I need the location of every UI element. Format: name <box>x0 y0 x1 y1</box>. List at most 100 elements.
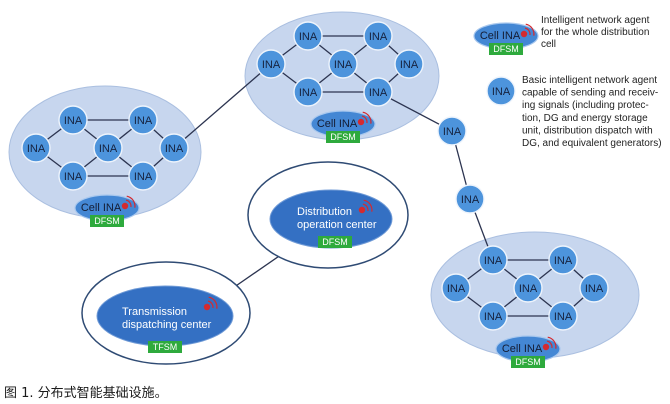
tfsm-tag: TFSM <box>148 341 182 353</box>
ina-node: INA <box>58 105 88 135</box>
agent-label: INA <box>585 283 604 295</box>
tag-label: DFSM <box>322 237 348 247</box>
agent-circle <box>363 77 393 107</box>
ina-node: INA <box>128 161 158 191</box>
signal-dot <box>357 118 365 126</box>
inter-cell-link <box>173 63 272 149</box>
ina-node: INA <box>548 301 578 331</box>
agent-circle <box>441 273 471 303</box>
ina-node: INA <box>21 133 51 163</box>
signal-dot <box>121 202 129 210</box>
agent-circle <box>513 273 543 303</box>
figure-caption: 图 1. 分布式智能基础设施。 <box>4 386 168 401</box>
legend-description: Intelligent network agent <box>541 15 650 26</box>
legend: Cell INA DFSM Intelligent network agentfor… <box>473 15 662 149</box>
ina-node: INA <box>328 49 358 79</box>
transmission-center-label: Transmission <box>122 306 187 318</box>
agent-circle <box>293 77 323 107</box>
cell-ina-label: Cell INA <box>317 118 358 130</box>
ina-node: INA <box>128 105 158 135</box>
agent-label: INA <box>369 31 388 43</box>
ina-node: INA <box>548 245 578 275</box>
legend-description: ing signals (including protec- <box>522 100 649 111</box>
agent-circle <box>128 105 158 135</box>
agent-label: INA <box>484 255 503 267</box>
ina-node: INA <box>478 301 508 331</box>
signal-dot <box>203 303 211 311</box>
ina-node: INA <box>58 161 88 191</box>
agent-circle <box>478 301 508 331</box>
legend-description: DG, and equivalent generators) <box>522 138 662 149</box>
agent-circle <box>128 161 158 191</box>
tag-label: DFSM <box>94 216 120 226</box>
cell-ina: Cell INA DFSM <box>310 110 376 143</box>
agent-label: INA <box>64 115 83 127</box>
agent-label: INA <box>134 115 153 127</box>
signal-arc-inner <box>524 27 531 36</box>
tag-background <box>90 215 124 227</box>
signal-arc-outer <box>362 111 372 124</box>
agent-circle <box>579 273 609 303</box>
agent-label: INA <box>262 59 281 71</box>
cell-ina-label: Cell INA <box>502 343 543 355</box>
transmission-center-label: dispatching center <box>122 319 212 331</box>
signal-icon <box>357 111 372 126</box>
agent-label: INA <box>64 171 83 183</box>
agent-label: INA <box>443 126 462 138</box>
signal-arc-outer <box>525 23 535 36</box>
ina-node: INA <box>441 273 471 303</box>
agent-circle <box>58 105 88 135</box>
tag-label: DFSM <box>493 44 519 54</box>
legend-description: tion, DG and energy storage <box>522 113 648 124</box>
ina-node: INA <box>513 273 543 303</box>
relay-ina-node: INA <box>455 184 485 214</box>
agent-label: INA <box>334 59 353 71</box>
agent-circle <box>159 133 189 163</box>
legend-description: unit, distribution dispatch with <box>522 125 653 136</box>
signal-icon <box>542 336 557 351</box>
legend-cell-ina-symbol: Cell INA DFSM <box>473 22 539 55</box>
distribution-center-label: Distribution <box>297 206 352 218</box>
agent-label: INA <box>165 143 184 155</box>
signal-arc-inner <box>207 300 214 309</box>
legend-description: for the whole distribution <box>541 27 649 38</box>
ina-node: INA <box>394 49 424 79</box>
agent-label: INA <box>461 194 480 206</box>
agent-label: INA <box>400 59 419 71</box>
ina-node: INA <box>93 133 123 163</box>
legend-item-cell-ina: Cell INA DFSM Intelligent network agentfor… <box>473 15 650 55</box>
ina-node: INA <box>293 77 323 107</box>
tag-background <box>511 356 545 368</box>
agent-circle <box>486 76 516 106</box>
agent-label: INA <box>99 143 118 155</box>
cell-ina-label: Cell INA <box>480 30 521 42</box>
legend-description: capable of sending and receiv- <box>522 88 658 99</box>
signal-dot <box>520 30 528 38</box>
ina-node: INA <box>579 273 609 303</box>
tag-background <box>489 43 523 55</box>
legend-description: cell <box>541 39 556 50</box>
agent-circle <box>394 49 424 79</box>
ina-node: INA <box>363 21 393 51</box>
signal-arc-outer <box>126 195 136 208</box>
signal-icon <box>121 195 136 210</box>
tag-label: DFSM <box>330 132 356 142</box>
agent-circle <box>548 301 578 331</box>
signal-arc-outer <box>208 296 218 309</box>
tag-background <box>318 236 352 248</box>
agent-label: INA <box>27 143 46 155</box>
ina-node: INA <box>293 21 323 51</box>
ina-node: INA <box>478 245 508 275</box>
distribution-center-label: operation center <box>297 219 377 231</box>
dfsm-tag: DFSM <box>326 131 360 143</box>
agent-label: INA <box>519 283 538 295</box>
agent-circle <box>293 21 323 51</box>
agent-label: INA <box>554 255 573 267</box>
legend-ina-symbol: INA <box>486 76 516 106</box>
signal-icon <box>520 23 535 38</box>
agent-label: INA <box>299 31 318 43</box>
